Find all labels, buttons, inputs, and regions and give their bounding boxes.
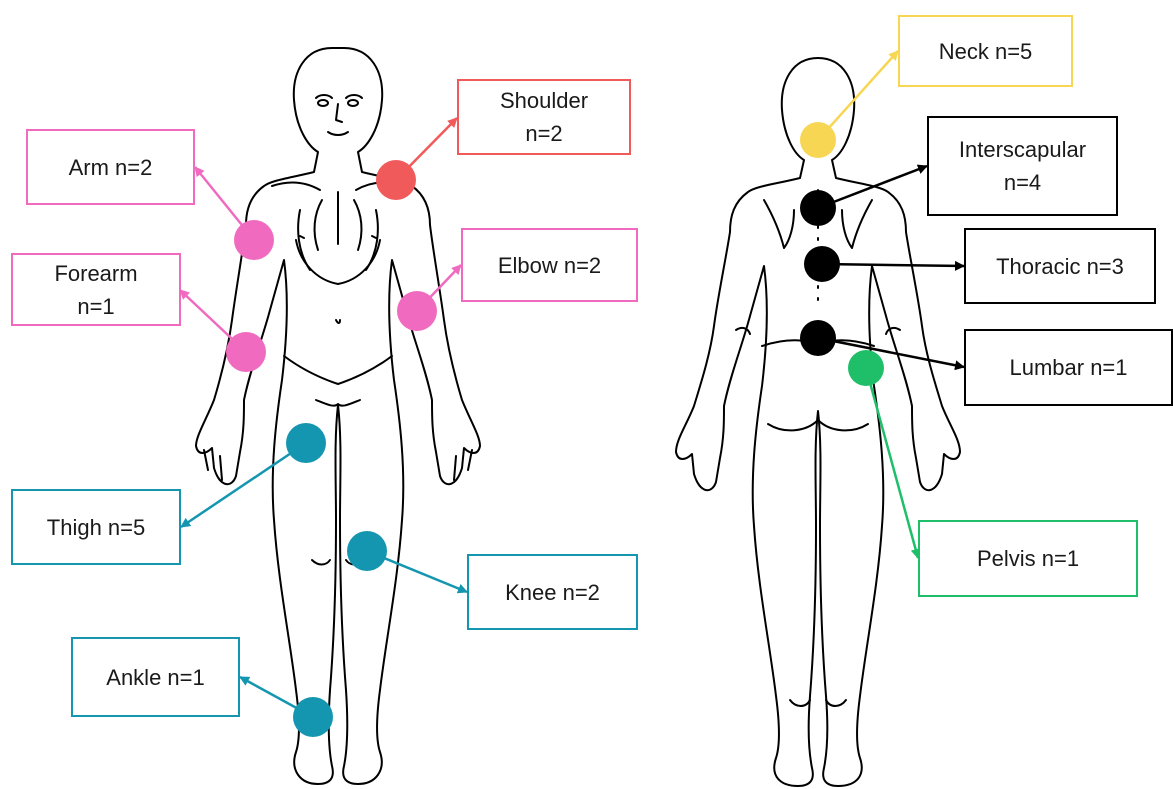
lumbar-dot bbox=[800, 320, 836, 356]
lumbar-label: Lumbar n=1 bbox=[964, 329, 1173, 406]
interscapular-dot bbox=[800, 190, 836, 226]
pelvis-label: Pelvis n=1 bbox=[918, 520, 1138, 597]
pelvis-dot bbox=[848, 350, 884, 386]
interscapular-label: Interscapular n=4 bbox=[927, 116, 1118, 216]
forearm-label: Forearm n=1 bbox=[11, 253, 181, 326]
thigh-dot bbox=[286, 423, 326, 463]
thoracic-arrow bbox=[822, 264, 964, 266]
shoulder-label: Shoulder n=2 bbox=[457, 79, 631, 155]
arm-dot bbox=[234, 220, 274, 260]
back-body-outline bbox=[676, 58, 960, 786]
knee-label: Knee n=2 bbox=[467, 554, 638, 630]
lumbar-arrow bbox=[818, 338, 964, 367]
neck-label: Neck n=5 bbox=[898, 15, 1073, 87]
ankle-dot bbox=[293, 697, 333, 737]
thoracic-dot bbox=[804, 246, 840, 282]
knee-dot bbox=[347, 531, 387, 571]
shoulder-dot bbox=[376, 160, 416, 200]
thoracic-label: Thoracic n=3 bbox=[964, 228, 1156, 304]
elbow-dot bbox=[397, 291, 437, 331]
arm-label: Arm n=2 bbox=[26, 129, 195, 205]
thigh-arrow bbox=[181, 443, 306, 527]
elbow-label: Elbow n=2 bbox=[461, 228, 638, 302]
thigh-label: Thigh n=5 bbox=[11, 489, 181, 565]
ankle-label: Ankle n=1 bbox=[71, 637, 240, 717]
forearm-dot bbox=[226, 332, 266, 372]
neck-dot bbox=[800, 122, 836, 158]
